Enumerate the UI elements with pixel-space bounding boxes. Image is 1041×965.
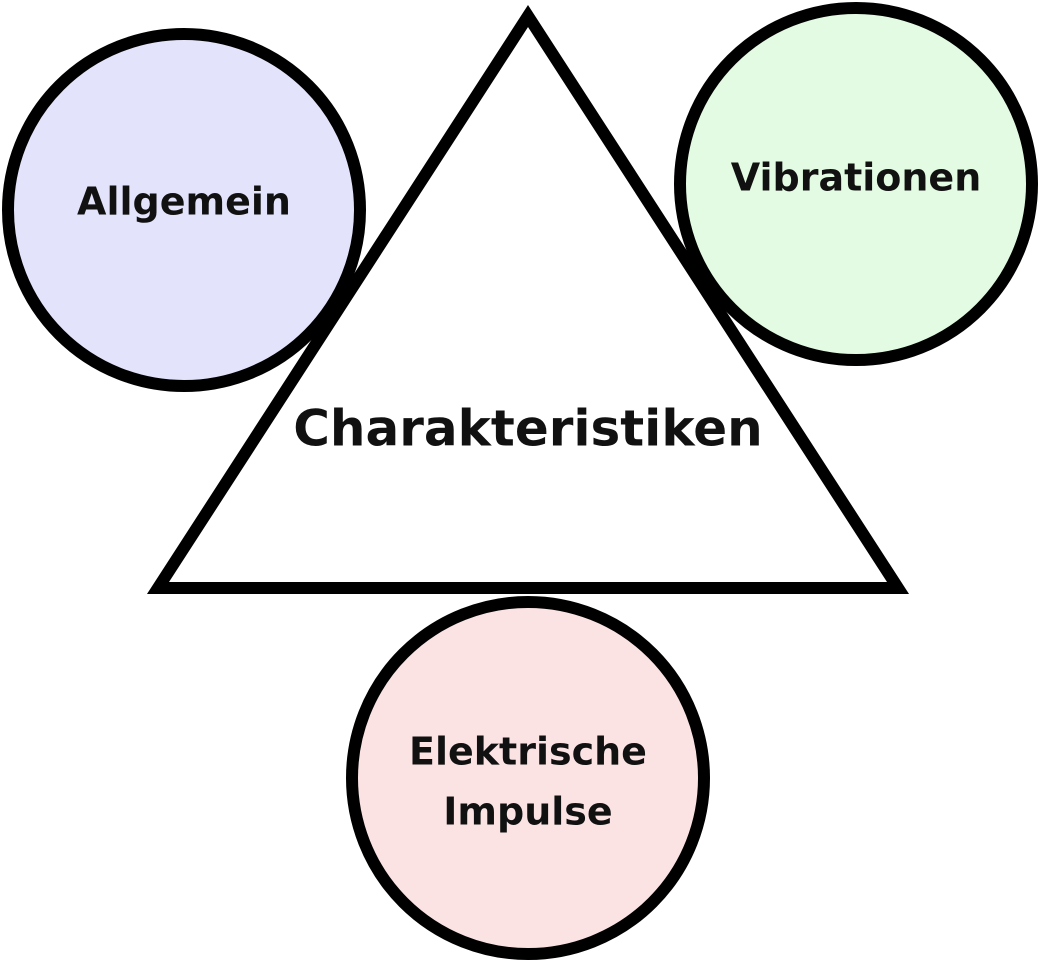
node-elektrische-impulse: Elektrische Impulse [346,596,710,960]
node-vibrationen-circle [674,2,1038,366]
node-allgemein-label: Allgemein [77,180,291,224]
node-allgemein-circle [2,28,366,392]
center-triangle [146,4,910,594]
node-vibrationen-label: Vibrationen [731,156,982,200]
node-elektrische-impulse-label-line2: Impulse [443,790,612,834]
center-triangle-group: Charakteristiken [146,4,910,594]
node-elektrische-impulse-label-line1: Elektrische [409,730,647,774]
node-allgemein: Allgemein [2,28,366,392]
node-vibrationen: Vibrationen [674,2,1038,366]
node-elektrische-impulse-circle [346,596,710,960]
center-label: Charakteristiken [293,400,763,458]
